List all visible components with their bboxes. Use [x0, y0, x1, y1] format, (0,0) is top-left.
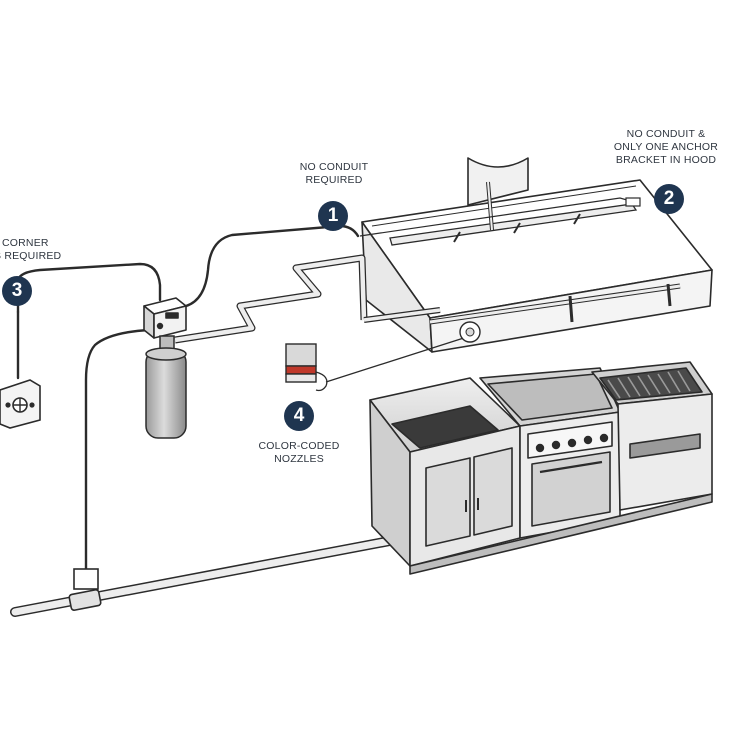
agent-cylinder — [145, 335, 187, 439]
callout-4-badge: 4 — [284, 401, 314, 431]
callout-4-line-2: NOZZLES — [274, 453, 324, 465]
callout-1-line-1: NO CONDUIT — [299, 161, 369, 173]
callout-2-line-2: ONLY ONE ANCHOR — [613, 141, 719, 153]
callout-1-badge: 1 — [318, 201, 348, 231]
gas-shutoff-valve — [68, 568, 102, 611]
manual-pull-station — [0, 379, 41, 429]
fryer — [369, 377, 521, 567]
cooking-line — [369, 361, 713, 575]
color-coded-nozzle — [285, 343, 317, 383]
hood-duct — [467, 157, 529, 206]
callout-3-badge: 3 — [2, 276, 32, 306]
callout-2-badge: 2 — [654, 184, 684, 214]
callout-3-line-1: CORNER — [2, 237, 49, 249]
callout-4-text: COLOR-CODED NOZZLES — [244, 440, 354, 466]
charbroiler — [591, 361, 713, 511]
callout-2-line-1: NO CONDUIT & — [626, 128, 706, 140]
distribution-pipe — [174, 254, 368, 344]
nozzle-callout-leader — [315, 335, 471, 392]
anchor-bracket — [625, 197, 641, 207]
callout-3-line-2: S REQUIRED — [0, 250, 62, 262]
callout-2-text: NO CONDUIT & ONLY ONE ANCHOR BRACKET IN … — [602, 128, 730, 167]
callout-2-line-3: BRACKET IN HOOD — [615, 154, 717, 166]
callout-4-line-1: COLOR-CODED — [258, 440, 340, 452]
hood-piping — [389, 181, 681, 325]
callout-3-text: CORNER S REQUIRED — [0, 237, 62, 263]
callout-1-line-2: REQUIRED — [305, 174, 363, 186]
callout-1-text: NO CONDUIT REQUIRED — [284, 161, 384, 187]
control-head — [143, 297, 187, 339]
